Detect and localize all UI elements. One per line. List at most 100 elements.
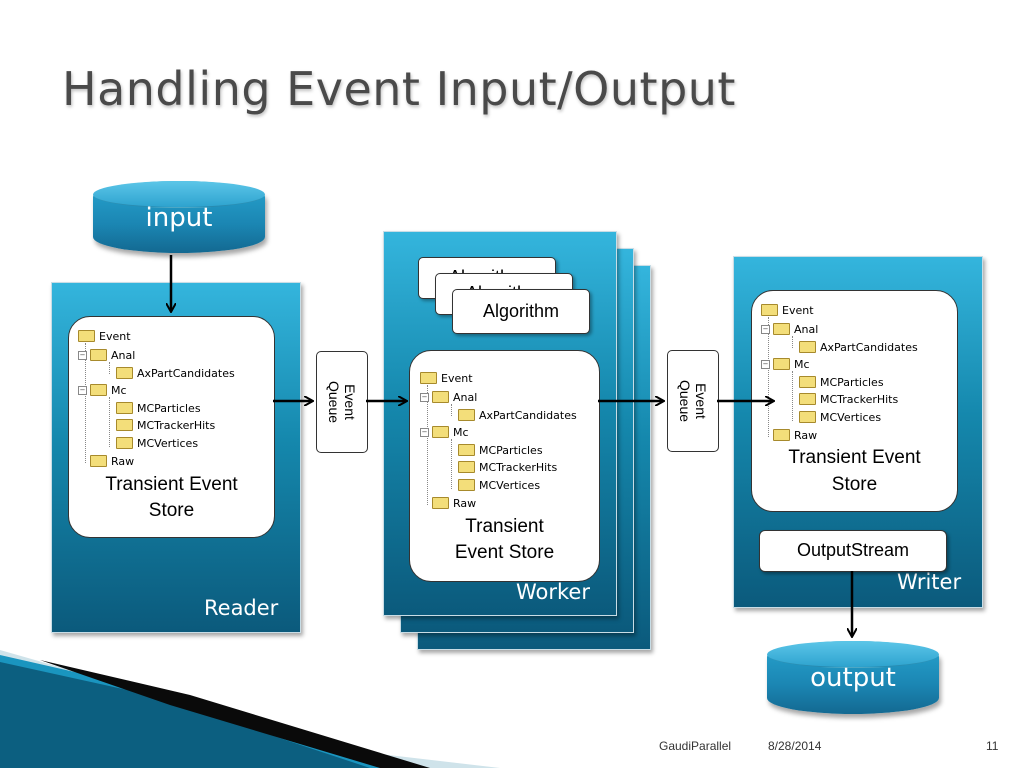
tree-node-raw: Raw [90,454,134,470]
tree-node-label: MCVertices [137,437,199,450]
tree-node-anal: −Anal [761,322,818,338]
tree-guide-line [792,371,793,421]
tree-node-label: MCTrackerHits [137,419,216,432]
collapse-toggle-icon: − [761,359,770,369]
folder-icon [773,358,790,370]
folder-icon [432,426,449,438]
tree-node-label: Anal [111,349,136,362]
tree-node-mc: − Mc [78,383,127,399]
folder-icon [458,479,475,491]
tree-node-label: MCParticles [820,376,884,389]
folder-icon [761,304,778,316]
tree-node-ax: AxPartCandidates [458,408,577,424]
tree-node-label: MCTrackerHits [479,461,558,474]
tree-guide-line [109,397,110,447]
algorithm-box-3: Algorithm [452,289,590,334]
tree-guide-line [109,362,110,374]
tree-guide-line [85,343,86,463]
folder-icon [799,341,816,353]
tree-node-label: Raw [453,497,477,510]
tree-node-event: Event [761,303,814,319]
tree-guide-line [792,336,793,348]
tree-node-event: Event [420,371,473,387]
tree-node-ax: AxPartCandidates [799,340,918,356]
footer-date: 8/28/2014 [768,739,822,753]
tree-node-mc: − Mc [420,425,469,441]
tree-node-label: MCTrackerHits [820,393,899,406]
folder-icon [420,372,437,384]
tree-node-label: AxPartCandidates [820,341,918,354]
tree-node-ax: AxPartCandidates [116,366,235,382]
slide-title: Handling Event Input/Output [62,62,736,116]
tree-node-label: MCParticles [137,402,201,415]
tree-node-label: MCVertices [820,411,882,424]
folder-icon [116,437,133,449]
folder-icon [90,384,107,396]
tree-node-anal: −Anal [420,390,477,406]
folder-icon [78,330,95,342]
folder-icon [432,497,449,509]
cylinder-top [767,641,939,668]
footer-page-number: 11 [986,739,999,753]
tree-node-event: Event [78,329,131,345]
tree-node-label: AxPartCandidates [479,409,577,422]
tree-node-mctrackerhits: MCTrackerHits [799,392,898,408]
folder-icon [458,444,475,456]
tree-node-mctrackerhits: MCTrackerHits [116,418,215,434]
footer-presentation: GaudiParallel [659,739,732,753]
collapse-toggle-icon: − [78,385,87,395]
folder-icon [116,367,133,379]
worker-store-label-2: Event Store [454,542,555,563]
folder-icon [773,429,790,441]
tree-node-label: Mc [111,384,127,397]
tree-node-mcvertices: MCVertices [458,478,540,494]
tree-node-mcparticles: MCParticles [799,375,884,391]
folder-icon [116,402,133,414]
tree-node-label: Event [441,372,473,385]
tree-node-anal: −Anal [78,348,135,364]
folder-icon [773,323,790,335]
tree-node-mcvertices: MCVertices [116,436,198,452]
reader-label: Reader [204,596,279,620]
tree-node-label: Event [782,304,814,317]
collapse-toggle-icon: − [420,427,429,437]
writer-label: Writer [897,570,962,594]
tree-node-mc: − Mc [761,357,810,373]
tree-guide-line [768,317,769,437]
folder-icon [90,455,107,467]
folder-icon [432,391,449,403]
cylinder-top [93,181,265,208]
output-datastore: output [767,641,939,714]
folder-icon [799,393,816,405]
tree-node-raw: Raw [773,428,817,444]
folder-icon [458,409,475,421]
tree-node-label: Event [99,330,131,343]
writer-store-label-1: Transient Event [788,447,921,468]
tree-guide-line [427,385,428,505]
tree-guide-line [451,404,452,416]
decorative-swoosh [0,650,500,768]
tree-node-label: Raw [111,455,135,468]
tree-node-label: Anal [794,323,819,336]
tree-node-label: Mc [794,358,810,371]
tree-guide-line [451,439,452,489]
tree-node-label: MCParticles [479,444,543,457]
folder-icon [458,461,475,473]
folder-icon [116,419,133,431]
worker-label: Worker [516,580,590,604]
tree-node-mcparticles: MCParticles [116,401,201,417]
folder-icon [90,349,107,361]
reader-store-label-1: Transient Event [105,474,238,495]
writer-store-label-2: Store [831,474,878,495]
tree-node-mcvertices: MCVertices [799,410,881,426]
collapse-toggle-icon: − [420,392,429,402]
reader-store-label-2: Store [148,500,195,521]
tree-node-label: Mc [453,426,469,439]
input-datastore: input [93,181,265,253]
tree-node-label: Raw [794,429,818,442]
